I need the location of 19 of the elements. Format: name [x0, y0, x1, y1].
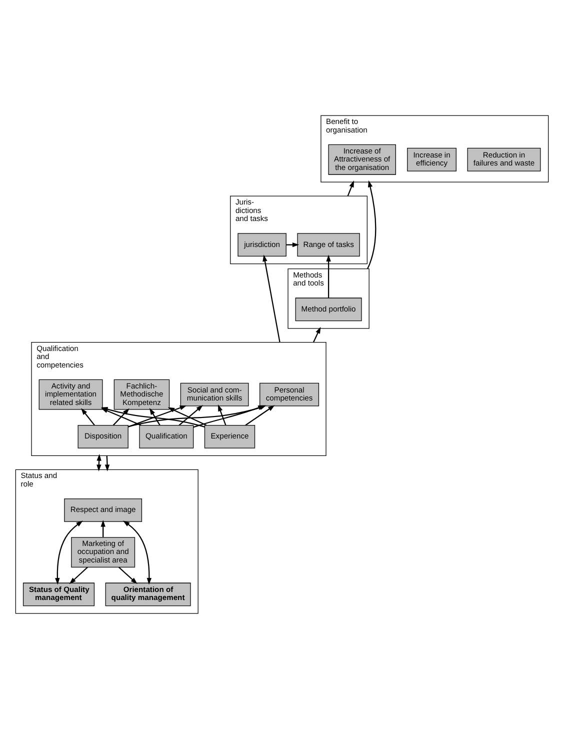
arrow	[286, 242, 300, 248]
arrow	[81, 408, 95, 426]
arrow	[218, 404, 226, 426]
arrow	[366, 180, 376, 270]
arrow	[55, 520, 83, 585]
arrow	[178, 405, 203, 426]
arrow	[347, 180, 354, 196]
arrow	[128, 405, 187, 428]
arrow	[100, 520, 106, 538]
arrow	[112, 408, 130, 426]
arrow	[122, 520, 152, 585]
arrow	[312, 326, 321, 343]
arrow	[104, 456, 110, 472]
arrow	[69, 566, 88, 584]
arrow	[168, 407, 207, 426]
arrow	[149, 408, 160, 426]
arrow	[262, 254, 280, 342]
arrow	[118, 566, 138, 584]
arrow	[326, 254, 331, 298]
